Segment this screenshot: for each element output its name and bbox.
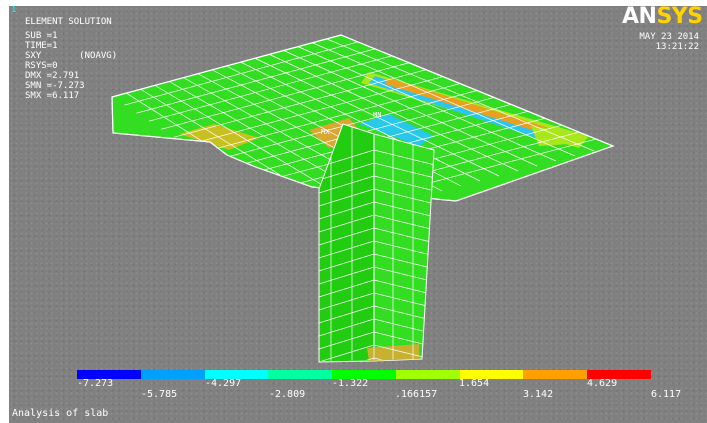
mesh-line <box>283 50 538 167</box>
legend-label: -2.809 <box>269 389 306 400</box>
mesh-line <box>373 214 434 232</box>
logo-sys: SYS <box>656 6 703 29</box>
mesh-line <box>269 54 519 172</box>
mesh-line <box>318 344 375 361</box>
mesh-line <box>318 240 375 262</box>
mesh-line <box>373 227 434 245</box>
info-line: SUB =1 <box>25 31 58 41</box>
window-number: 1 <box>11 6 17 15</box>
legend-color-segment <box>587 370 652 379</box>
info-line: SMN =-7.273 <box>25 81 85 91</box>
info-line: RSYS=0 <box>25 61 58 71</box>
legend-color-segment <box>523 370 588 379</box>
plot-time: 13:21:22 <box>655 42 699 52</box>
graphics-viewport[interactable]: 1 ELEMENT SOLUTION SUB =1 TIME=1 SXY (NO… <box>9 6 707 423</box>
max-marker: MX <box>321 128 330 136</box>
mesh-line <box>318 253 375 275</box>
mesh-line <box>326 38 595 152</box>
mesh-line <box>318 318 375 340</box>
mesh-line <box>254 57 500 177</box>
mesh-line <box>240 61 481 182</box>
legend-label: 4.629 <box>587 378 618 389</box>
legend-label: -1.322 <box>332 378 369 389</box>
info-line: SXY (NOAVG) <box>25 51 118 61</box>
legend-color-segment <box>204 370 269 379</box>
info-line: DMX =2.791 <box>25 71 80 81</box>
mesh-line <box>373 188 434 206</box>
logo-an: AN <box>622 6 657 29</box>
slab-column-model[interactable]: MX MN <box>9 6 707 423</box>
mesh-line <box>297 46 557 162</box>
mesh-line <box>318 175 375 197</box>
min-max-markers: MX MN <box>321 111 381 136</box>
mesh-line <box>318 188 375 210</box>
mesh-line <box>318 305 375 327</box>
legend-label: 1.654 <box>459 378 490 389</box>
legend-color-segment <box>268 370 333 379</box>
info-line: TIME=1 <box>25 41 58 51</box>
legend-color-segment <box>459 370 524 379</box>
legend-color-segment <box>395 370 460 379</box>
mesh-line <box>318 227 375 249</box>
mesh-line <box>318 214 375 236</box>
plot-date: MAY 23 2014 <box>639 32 699 42</box>
contour-legend <box>77 370 652 379</box>
info-title: ELEMENT SOLUTION <box>25 17 112 27</box>
mesh-line <box>318 266 375 288</box>
legend-label: -5.785 <box>141 389 178 400</box>
mesh-line <box>373 175 434 193</box>
legend-label: .166157 <box>395 389 438 400</box>
legend-label: -4.297 <box>205 378 242 389</box>
mesh-line <box>296 138 597 201</box>
legend-label: 6.117 <box>651 389 682 400</box>
mesh-line <box>373 162 434 180</box>
info-line: SMX =6.117 <box>25 91 80 101</box>
plot-subtitle: Analysis of slab <box>12 408 109 419</box>
mesh-line <box>318 331 375 353</box>
min-marker: MN <box>373 111 381 119</box>
legend-color-segment <box>332 370 396 379</box>
ansys-logo: ANSYS <box>622 6 703 29</box>
mesh-line <box>318 201 375 223</box>
legend-color-segment <box>77 370 141 379</box>
contour-band <box>359 114 434 146</box>
column-right-face <box>373 133 435 362</box>
mesh-line <box>373 201 434 219</box>
mesh-line <box>318 292 375 314</box>
legend-label: 3.142 <box>523 389 554 400</box>
legend-color-segment <box>140 370 205 379</box>
mesh-line <box>312 42 576 157</box>
mesh-line <box>373 149 434 167</box>
mesh-line <box>318 279 375 301</box>
slab <box>111 34 615 202</box>
legend-label: -7.273 <box>77 378 114 389</box>
